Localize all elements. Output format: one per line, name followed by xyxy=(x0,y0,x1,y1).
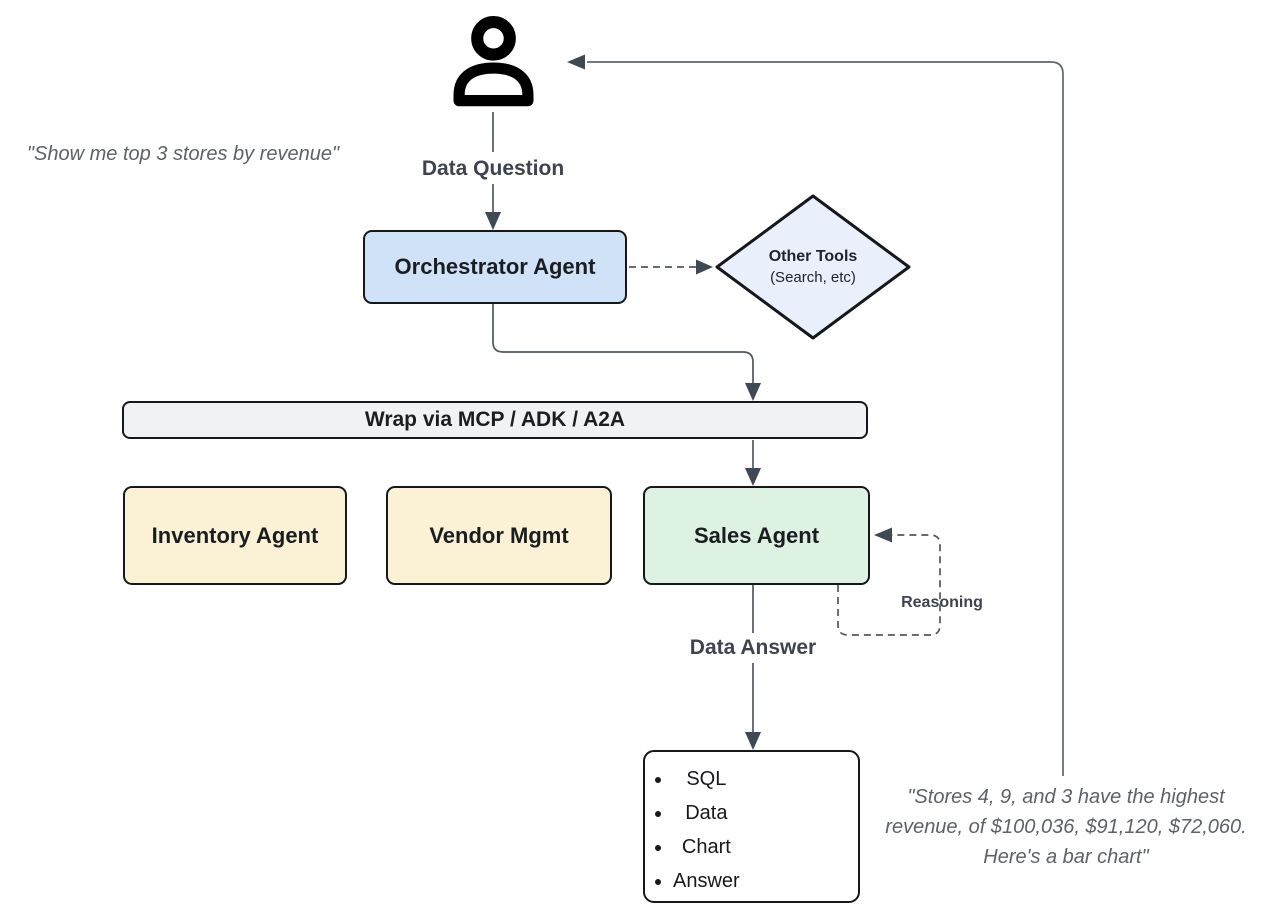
other-tools-node: Other Tools (Search, etc) xyxy=(714,193,912,341)
vendor-mgmt-node: Vendor Mgmt xyxy=(386,486,612,585)
user-question-quote: "Show me top 3 stores by revenue" xyxy=(26,143,340,165)
reasoning-label: Reasoning xyxy=(901,594,983,611)
output-list-item: Answer xyxy=(673,864,740,898)
arrowhead-into-output xyxy=(745,732,761,750)
output-list-item: Chart xyxy=(673,830,740,864)
wrap-mcp-adk-a2a-label: Wrap via MCP / ADK / A2A xyxy=(364,408,626,431)
orchestrator-agent-label: Orchestrator Agent xyxy=(394,254,596,279)
sales-agent-node: Sales Agent xyxy=(643,486,870,585)
sales-agent-label: Sales Agent xyxy=(693,522,820,548)
arrowhead-into-orchestrator xyxy=(485,212,501,230)
arrowhead-into-othertools xyxy=(696,259,713,275)
arrowhead-into-sales xyxy=(745,468,761,486)
arrowhead-reasoning-into-sales xyxy=(874,527,892,543)
wrap-mcp-adk-a2a-node: Wrap via MCP / ADK / A2A xyxy=(122,401,868,439)
orchestrator-agent-node: Orchestrator Agent xyxy=(363,230,627,304)
output-list-item: SQL xyxy=(673,762,740,796)
output-list-item: Data xyxy=(673,796,740,830)
data-question-label: Data Question xyxy=(421,157,565,180)
other-tools-title: Other Tools xyxy=(768,248,858,265)
other-tools-diamond-shape xyxy=(715,194,911,340)
data-answer-label: Data Answer xyxy=(689,636,817,659)
arrowhead-into-user xyxy=(567,54,585,70)
arrowhead-into-wrapbar xyxy=(745,383,761,401)
other-tools-subtitle: (Search, etc) xyxy=(770,269,856,286)
output-list: SQL Data Chart Answer xyxy=(651,762,740,898)
agent-answer-quote: "Stores 4, 9, and 3 have the highest rev… xyxy=(885,786,1247,868)
inventory-agent-node: Inventory Agent xyxy=(123,486,347,585)
vendor-mgmt-label: Vendor Mgmt xyxy=(429,522,569,548)
inventory-agent-label: Inventory Agent xyxy=(151,522,319,548)
output-list-node: SQL Data Chart Answer xyxy=(643,750,860,903)
user-person-icon xyxy=(447,13,540,112)
